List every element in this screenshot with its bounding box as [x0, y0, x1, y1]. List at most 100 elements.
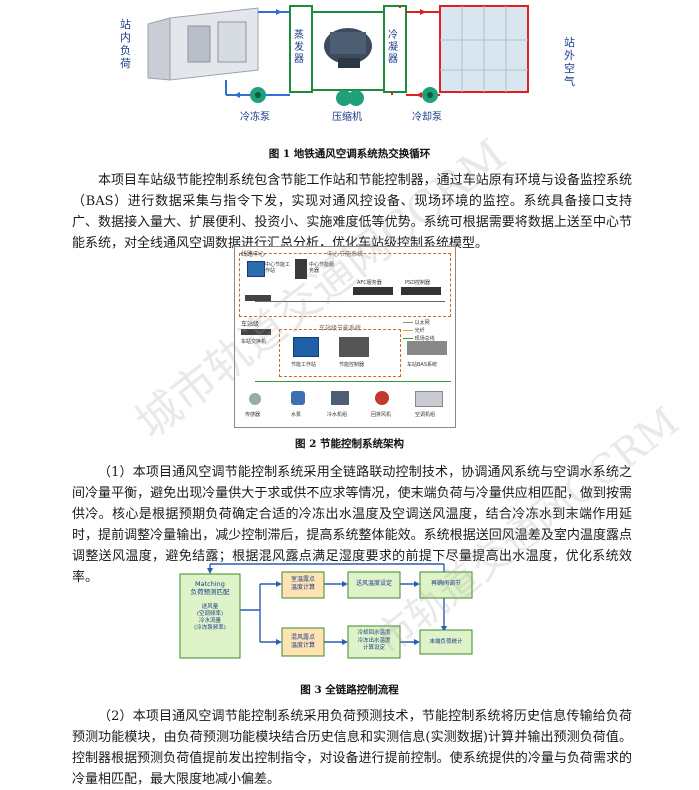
box4-line: 温度计算	[290, 642, 315, 649]
bas-icon	[407, 341, 447, 355]
left-label-char: 内	[120, 31, 131, 44]
center-zone-label: 线路中心	[241, 251, 266, 258]
box4-text: 混风露点 温度计算	[282, 634, 324, 650]
center-server-label: 中心节能服务器	[309, 262, 335, 274]
figure3-caption: 图 3 全链路控制流程	[300, 684, 399, 696]
device-fan-icon	[375, 391, 389, 405]
energy-ws-label: 节能工作站	[291, 362, 317, 368]
bas-label: 车站BAS系统	[407, 362, 438, 368]
center-ws-label: 中心节能工作站	[265, 262, 291, 274]
legend-ethernet: 以太网	[403, 319, 435, 327]
box-supply-temp	[347, 571, 401, 599]
legend-fieldbus: 现场总线	[403, 335, 435, 343]
left-label-char: 负	[120, 44, 131, 57]
figure1-diagram	[147, 5, 529, 106]
evaporator-box	[289, 5, 313, 93]
psd-label: PSD控制器	[405, 280, 431, 286]
center-switch-icon	[245, 295, 271, 301]
device-pump-label: 水泵	[291, 412, 302, 418]
right-label-char: 气	[564, 75, 575, 88]
box1-text: 室温露点 温度计算	[282, 576, 324, 592]
box1-line: 室温露点	[290, 576, 315, 583]
cooling-pump-icon	[422, 87, 438, 103]
legend: 以太网 光纤 现场总线	[403, 319, 435, 343]
compressor-label: 压缩机	[332, 112, 362, 123]
station-energy-label: 车站级节能系统	[319, 325, 362, 332]
matching-sub-line: (冷冻泵频率)	[194, 625, 226, 631]
device-chiller-label: 冷水机组	[327, 412, 348, 418]
box5-line: 冷却回水温度	[357, 630, 391, 636]
energy-ctrl-icon	[339, 337, 369, 357]
center-ws-icon	[247, 261, 265, 277]
center-energy-label: 中心节能系统	[327, 251, 364, 258]
matching-sub-line: 冷水流量	[198, 618, 221, 624]
box5-text: 冷却回水温度 冷冻出水温度 计算设定	[348, 630, 400, 653]
box-water-temp	[347, 625, 401, 659]
center-zone	[239, 253, 451, 317]
figure1-caption: 图 1 地铁通风空调系统热交换循环	[268, 148, 431, 160]
paragraph-1: 本项目车站级节能控制系统包含节能工作站和节能控制器，通过车站原有环境与设备监控系…	[72, 173, 632, 251]
afc-label: AFC服务器	[357, 280, 382, 286]
legend-fieldbus-text: 现场总线	[414, 336, 435, 342]
device-sensor-label: 传感器	[245, 412, 261, 418]
box-room-dewpoint	[281, 571, 325, 599]
energy-ctrl-label: 节能控制器	[339, 362, 365, 368]
matching-title: Matching 负荷预测匹配	[180, 580, 240, 596]
device-fan-label: 回排风机	[371, 412, 392, 418]
cooling-pump-label: 冷却泵	[412, 112, 442, 123]
device-pump-icon	[291, 391, 305, 405]
station-switch-label: 车站交换机	[241, 339, 267, 345]
matching-title-en: Matching	[195, 580, 225, 588]
right-label-char: 空	[564, 62, 575, 75]
right-label-char: 外	[564, 49, 575, 62]
condenser-box	[383, 5, 407, 93]
box2-text: 送风温度设定	[355, 580, 392, 587]
paragraph-3: （2）本项目通风空调节能控制系统采用负荷预测技术，节能控制系统将历史信息传输给负…	[72, 709, 632, 787]
chilled-pump-icon	[250, 87, 266, 103]
ahu-unit-icon	[147, 7, 259, 81]
center-server-icon	[295, 259, 307, 279]
device-ahu-icon	[415, 391, 443, 407]
device-ahu-label: 空调机组	[415, 412, 436, 418]
device-chiller-icon	[331, 391, 349, 405]
matching-title-cn: 负荷预测匹配	[190, 588, 230, 596]
psd-ctrl-icon	[401, 287, 441, 295]
matching-sub-line: (空调频率)	[196, 611, 224, 617]
station-zone-label: 车站级	[241, 321, 260, 328]
left-label: 站 内 负 荷	[120, 18, 131, 70]
condenser-char: 凝	[388, 42, 398, 53]
legend-ethernet-text: 以太网	[414, 320, 430, 326]
network-bus-line	[255, 301, 445, 302]
matching-box	[179, 573, 241, 659]
condenser-char: 器	[388, 54, 398, 65]
box-load-stats	[419, 629, 473, 655]
matching-sub-line: 送风量	[201, 604, 219, 610]
condenser-char: 冷	[388, 30, 398, 41]
box5-line: 计算设定	[362, 645, 385, 651]
evaporator-char: 发	[294, 42, 304, 53]
afc-server-icon	[353, 287, 393, 295]
box6-text: 末端负荷统计	[429, 639, 463, 645]
compressor-icon	[324, 28, 372, 68]
station-switch-icon	[241, 329, 271, 335]
box-mix-dewpoint	[281, 627, 325, 657]
matching-sub: 送风量 (空调频率) 冷水流量 (冷冻泵频率)	[180, 604, 240, 632]
legend-fiber: 光纤	[403, 327, 435, 335]
figure3-diagram	[179, 563, 473, 659]
compressor-pump-icon	[336, 90, 364, 106]
cooling-tower-icon	[439, 5, 529, 93]
left-label-char: 站	[120, 18, 131, 31]
evaporator-char: 蒸	[294, 30, 304, 41]
fieldbus-line	[255, 381, 451, 382]
evaporator-label: 蒸 发 器	[294, 30, 304, 66]
box5-line: 冷冻出水温度	[357, 637, 391, 644]
figure2-diagram: 线路中心 中心节能系统 中心节能工作站 中心节能服务器 AFC服务器 PSD控制…	[234, 246, 456, 428]
box3-text: 再确阀调节	[430, 580, 461, 587]
legend-fiber-text: 光纤	[414, 328, 425, 334]
right-label: 站 外 空 气	[564, 36, 575, 88]
evaporator-char: 器	[294, 54, 304, 65]
box4-line: 混风露点	[290, 634, 315, 641]
station-energy-zone	[279, 329, 401, 377]
chilled-pump-label: 冷冻泵	[240, 112, 270, 123]
energy-ws-icon	[293, 337, 319, 357]
